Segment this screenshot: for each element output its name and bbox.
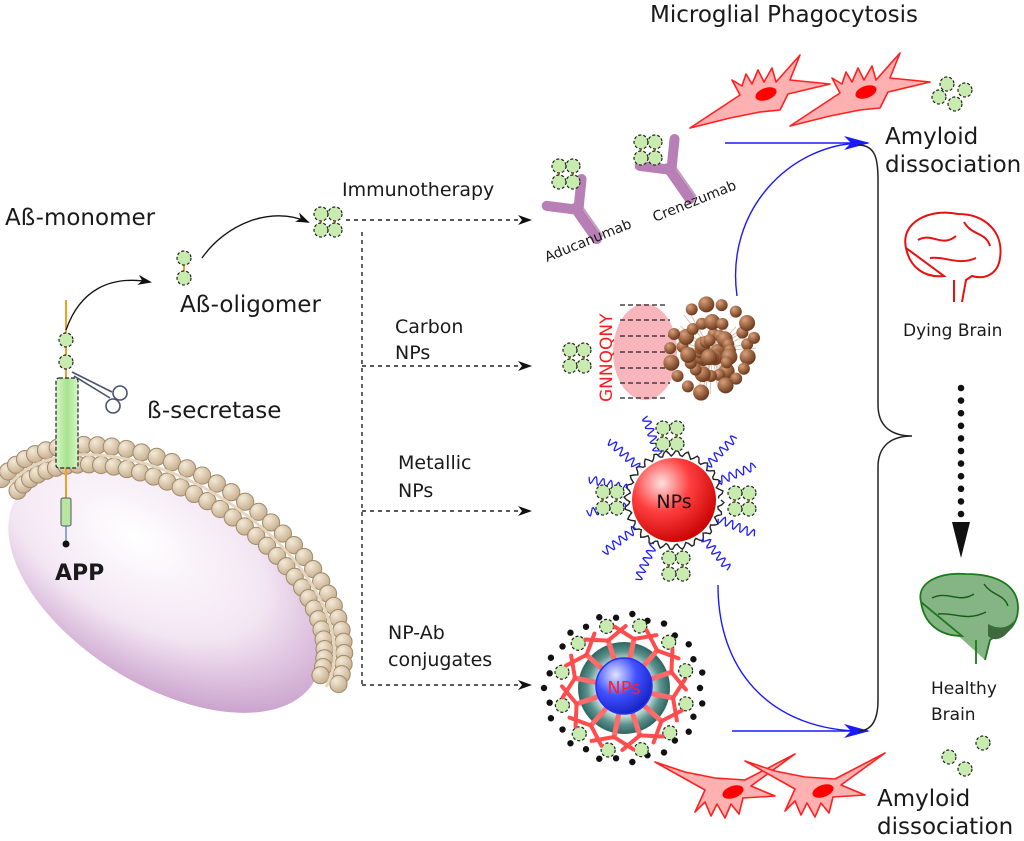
npab-label-1: NP-Ab (388, 622, 445, 644)
amyloid-dissociation-bottom-1: Amyloid (877, 786, 970, 812)
healthy-brain-label-2: Brain (931, 705, 976, 725)
secretase-label: ß-secretase (147, 398, 281, 424)
metallic-nps-label-2: NPs (398, 480, 433, 502)
monomer-label: Aß-monomer (5, 205, 156, 231)
immunotherapy-label: Immunotherapy (342, 179, 494, 201)
np-antibody-conjugate: NPs (540, 610, 706, 766)
therapy-branch-lines (346, 215, 532, 690)
app-protein (55, 300, 79, 548)
dying-brain-label: Dying Brain (903, 321, 1002, 341)
cleavage-arrow (65, 275, 152, 331)
oligomer-label: Aß-oligomer (180, 292, 321, 318)
carbon-nps-label-2: NPs (395, 342, 430, 364)
amyloid-dissociation-top-1: Amyloid (885, 124, 978, 150)
peptide-sequence-label: GNNQQNY (597, 313, 617, 402)
cell-vesicle (8, 467, 322, 713)
dying-brain-icon (904, 211, 1002, 303)
dissociated-amyloid-bottom (941, 735, 991, 777)
metallic-nps-label-1: Metallic (398, 452, 471, 474)
figure-title: Microglial Phagocytosis (650, 2, 918, 28)
amyloid-dimer (176, 250, 192, 286)
npab-label-2: conjugates (388, 649, 492, 671)
recovery-arrow (952, 384, 970, 558)
metallic-np-complex: NPs (586, 415, 756, 581)
clearance-arrows (717, 136, 870, 738)
microglia-cell-bottom-1 (654, 753, 796, 819)
fullerene-c60 (663, 296, 761, 401)
microglia-cell-top-2 (789, 52, 931, 127)
aggregation-arrow (201, 212, 310, 259)
healthy-brain-label-1: Healthy (931, 679, 997, 699)
amyloid-oligomer (314, 207, 342, 237)
amyloid-dissociation-bottom-2: dissociation (877, 814, 1013, 840)
crenezumab-label: Crenezumab (651, 178, 739, 226)
healthy-brain-icon (919, 572, 1019, 664)
metallic-np-label: NPs (656, 491, 691, 513)
microglia-cell-bottom-2 (744, 752, 886, 818)
scissors-icon (71, 371, 128, 414)
grouping-brace (857, 144, 913, 732)
carbon-np-complex: GNNQQNY (563, 296, 761, 402)
carbon-nps-label-1: Carbon (395, 316, 463, 338)
dissociated-amyloid-top (931, 76, 973, 112)
lipid-bilayer-membrane (0, 435, 354, 694)
conjugate-np-label: NPs (607, 678, 640, 699)
app-label: APP (55, 561, 104, 586)
amyloid-dissociation-top-2: dissociation (885, 152, 1021, 178)
